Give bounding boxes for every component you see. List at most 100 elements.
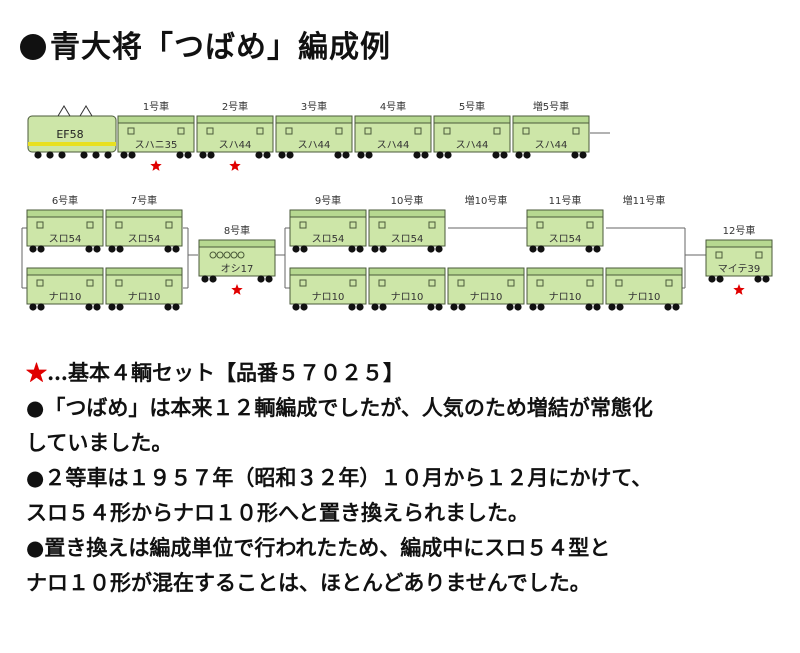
car-name: ナロ10 — [391, 291, 424, 303]
car-name: スハニ35 — [135, 140, 178, 151]
door-icon — [665, 279, 673, 287]
car-name: スハ44 — [456, 140, 489, 151]
wheel — [29, 245, 37, 253]
wheel — [585, 303, 593, 311]
wheel — [209, 275, 217, 283]
car-roof — [26, 267, 104, 276]
wheel — [371, 245, 379, 253]
wheel — [37, 303, 45, 311]
car-number: 6号車 — [52, 194, 78, 207]
door-icon — [428, 279, 436, 287]
wheel — [608, 303, 616, 311]
door-icon — [285, 127, 293, 135]
wheel — [356, 245, 364, 253]
car-name: オシ17 — [221, 263, 254, 275]
door-icon — [586, 279, 594, 287]
note-line-4: ●２等車は１９５７年（昭和３２年）１０月から１２月にかけて、 — [26, 465, 653, 490]
wheel — [593, 303, 601, 311]
wheel — [371, 303, 379, 311]
door-icon — [378, 221, 386, 229]
car-roof — [26, 209, 104, 218]
wheel — [199, 151, 207, 159]
note-line-2: ●「つばめ」は本来１２輌編成でしたが、人気のため増結が常態化 — [26, 395, 653, 420]
wheel — [379, 303, 387, 311]
pantograph-icon — [57, 105, 93, 117]
car-name: スロ54 — [549, 234, 582, 245]
door-icon — [165, 221, 173, 229]
door-icon — [586, 221, 594, 229]
car-name: ナロ10 — [470, 291, 503, 303]
door-icon — [299, 279, 307, 287]
car-number: 7号車 — [131, 194, 157, 207]
car-roof — [289, 209, 367, 218]
wheel — [529, 245, 537, 253]
wheel — [92, 151, 100, 159]
door-icon — [507, 279, 515, 287]
door-icon — [127, 127, 135, 135]
car-roof — [354, 115, 432, 124]
door-icon — [572, 127, 580, 135]
door-icon — [522, 127, 530, 135]
wheel — [357, 151, 365, 159]
car-name: マイテ39 — [718, 264, 761, 275]
wheel — [593, 245, 601, 253]
window-icon — [237, 251, 245, 259]
door-icon — [536, 279, 544, 287]
car-name: スハ44 — [298, 140, 331, 151]
door-icon — [493, 127, 501, 135]
car-roof — [447, 267, 525, 276]
wheel — [85, 303, 93, 311]
wheel — [616, 303, 624, 311]
note-line-6: ●置き換えは編成単位で行われたため、編成中にスロ５４型と — [26, 535, 611, 560]
door-icon — [165, 279, 173, 287]
car-roof — [705, 239, 773, 248]
car-roof — [433, 115, 511, 124]
wheel — [172, 303, 180, 311]
car-roof — [275, 115, 353, 124]
wheel — [506, 303, 514, 311]
car-roof — [289, 267, 367, 276]
door-icon — [443, 127, 451, 135]
wheel — [762, 275, 770, 283]
note-line-5: スロ５４形からナロ１０形へと置き換えられました。 — [26, 500, 529, 525]
bullet-icon — [20, 34, 46, 60]
wheel — [286, 151, 294, 159]
wheel — [435, 303, 443, 311]
wheel — [93, 245, 101, 253]
door-icon — [378, 279, 386, 287]
car-name: スロ54 — [49, 234, 82, 245]
wheel — [450, 303, 458, 311]
wheel — [80, 151, 88, 159]
car-number: 2号車 — [222, 100, 248, 113]
wheel — [523, 151, 531, 159]
star-icon — [231, 284, 243, 295]
car-name: ナロ10 — [128, 291, 161, 303]
star-icon — [150, 160, 162, 171]
door-icon — [536, 221, 544, 229]
car-number: 10号車 — [391, 194, 424, 207]
window-icon — [230, 251, 238, 259]
car-number: 12号車 — [723, 224, 756, 237]
car-name: スハ44 — [219, 140, 252, 151]
star-icon — [229, 160, 241, 171]
car-roof — [526, 267, 604, 276]
wheel — [85, 245, 93, 253]
wheel — [292, 303, 300, 311]
car-roof — [368, 267, 446, 276]
car-number: 1号車 — [143, 100, 169, 113]
car-name: スハ44 — [377, 140, 410, 151]
window-icon — [216, 251, 224, 259]
car-roof — [198, 239, 276, 248]
wheel — [257, 275, 265, 283]
car-number: 5号車 — [459, 100, 485, 113]
wheel — [46, 151, 54, 159]
wheel — [708, 275, 716, 283]
wheel — [514, 303, 522, 311]
door-icon — [457, 279, 465, 287]
wheel — [492, 151, 500, 159]
locomotive-stripe — [28, 142, 116, 146]
door-icon — [364, 127, 372, 135]
wheel — [664, 303, 672, 311]
door-icon — [115, 279, 123, 287]
door-icon — [115, 221, 123, 229]
